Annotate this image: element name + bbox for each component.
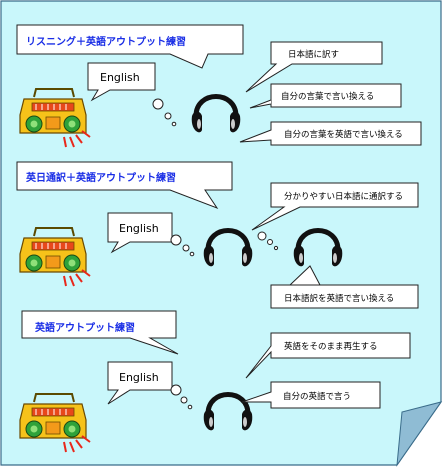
speech-bubble-3 — [107, 361, 173, 405]
callout-bubble-1a — [245, 41, 383, 93]
callout-bubble-2b — [270, 265, 419, 309]
heading-bubble-1 — [16, 24, 244, 69]
section-3-heading: 英語アウトプット練習 — [35, 323, 135, 334]
section-1-callout-3: 自分の言葉を英語で言い換える — [284, 130, 403, 140]
callout-bubble-1b — [270, 83, 402, 108]
section-3-speech: English — [119, 371, 159, 384]
heading-bubble-3 — [21, 310, 179, 355]
speech-bubble-2 — [107, 212, 173, 254]
section-1-callout-2: 自分の言葉で言い換える — [281, 92, 375, 102]
callout-bubble-1c — [239, 121, 422, 146]
speech-bubble-1 — [87, 62, 156, 102]
section-2-callout-2: 日本語訳を英語で言い換える — [284, 294, 395, 304]
callout-bubble-3a — [245, 332, 411, 379]
heading-bubble-2 — [16, 161, 233, 210]
section-3-callout-1: 英語をそのまま再生する — [284, 342, 378, 352]
section-2-callout-1: 分かりやすい日本語に通訳する — [284, 192, 404, 202]
callout-bubble-3b — [241, 381, 381, 409]
section-2-speech: English — [119, 222, 159, 235]
section-2-heading: 英日通訳＋英語アウトプット練習 — [26, 173, 176, 184]
section-1-callout-1: 日本語に訳す — [288, 50, 340, 60]
section-1-speech: English — [100, 71, 140, 84]
paper-fold — [396, 401, 443, 467]
section-3-callout-2: 自分の英語で言う — [283, 392, 352, 402]
section-1-heading: リスニング＋英語アウトプット練習 — [26, 37, 186, 48]
callout-bubble-2a — [251, 182, 419, 231]
